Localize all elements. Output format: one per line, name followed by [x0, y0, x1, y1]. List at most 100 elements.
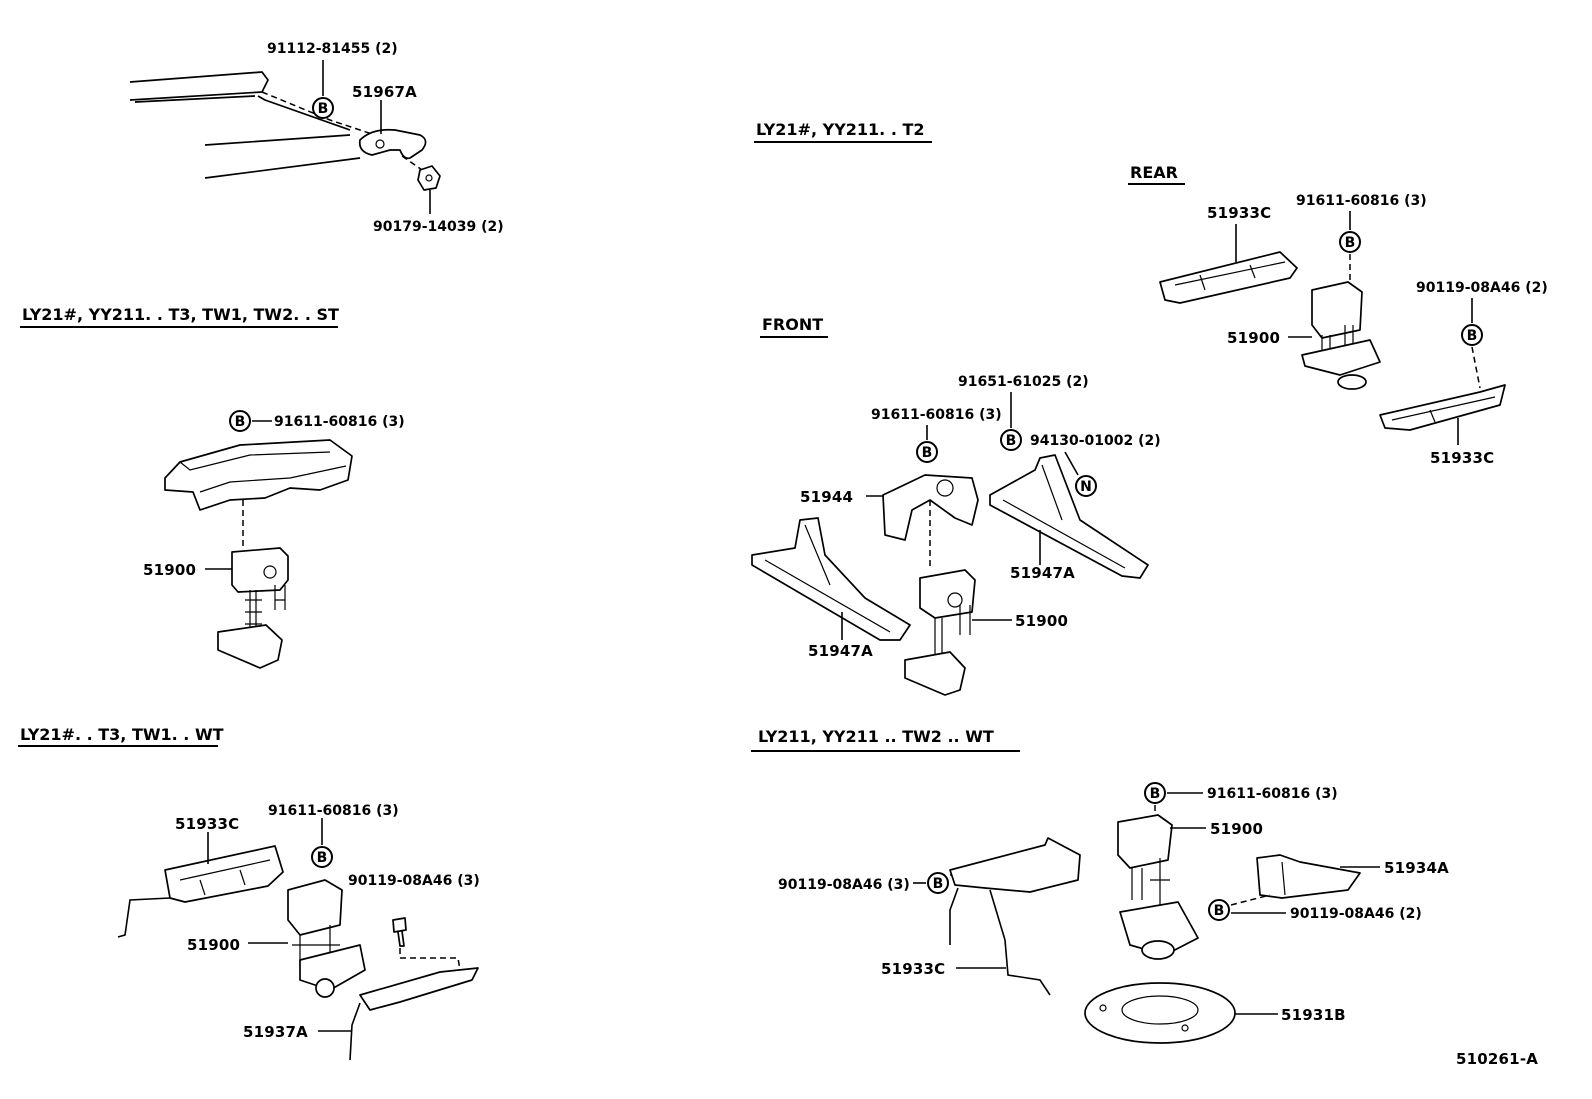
part-number-label: 90179-14039 (2): [373, 219, 504, 235]
rail-right-detail: [1002, 464, 1126, 569]
front-label: FRONT: [762, 315, 823, 334]
part-number-label: 90119-08A46 (3): [778, 877, 910, 893]
carrier-chain: [1131, 858, 1170, 910]
section-t2: LY21#, YY211. . T2 FRONT REAR 91651-6102…: [751, 120, 1548, 696]
nut-hole: [425, 174, 433, 182]
section-header: LY21#, YY211. . T3, TW1, TW2. . ST: [22, 305, 339, 324]
plate-hole: [1181, 1024, 1189, 1032]
b-marker: B: [1208, 899, 1230, 921]
part-number-label: 91611-60816 (3): [268, 803, 399, 819]
bracket-hole: [936, 479, 954, 497]
part-number-label: 90119-08A46 (2): [1416, 280, 1548, 296]
spare-tire-carrier-51900: [231, 547, 289, 593]
part-number-label: 51933C: [1207, 204, 1271, 222]
carrier-bolt-hole: [263, 565, 277, 579]
bracket-51937a: [359, 967, 479, 1011]
section-st: LY21#, YY211. . T3, TW1, TW2. . ST B 916…: [20, 305, 405, 669]
rail-left-detail: [764, 524, 891, 633]
frame-member-illustration: [129, 71, 361, 179]
support-51933c-right: [949, 837, 1081, 893]
hook-part-51967a: [358, 128, 427, 160]
bracket-51944: [882, 474, 979, 541]
part-number-label: 91611-60816 (3): [871, 407, 1002, 423]
plate-51931b-inner: [1121, 995, 1199, 1025]
crossmember-detail: [179, 451, 347, 493]
svg-text:B: B: [317, 850, 328, 866]
support-51933c: [164, 845, 284, 903]
svg-text:B: B: [1006, 433, 1017, 449]
part-number-label: 51931B: [1281, 1006, 1346, 1024]
spare-tire-carrier-51900: [919, 569, 976, 619]
plate-51931b-outer: [1084, 982, 1236, 1044]
b-marker: B: [1144, 782, 1166, 804]
spare-tire-carrier-51900: [287, 879, 343, 936]
carrier-weight: [315, 978, 335, 998]
hook-bolt-dashed-line: [261, 91, 373, 135]
group-top-left-hook: B 91112-81455 (2) 51967A 90179-14039 (2): [129, 41, 504, 235]
carrier-weight: [1337, 374, 1367, 390]
wtr-dashed-line-right: [1230, 894, 1271, 906]
part-number-label: 51967A: [352, 83, 417, 101]
rail-51947a-left: [751, 517, 911, 641]
svg-text:B: B: [318, 101, 329, 117]
part-number-label: 91611-60816 (3): [1207, 786, 1338, 802]
hook-hole: [375, 139, 385, 149]
part-number-label: 51933C: [1430, 449, 1494, 467]
carrier-chain: [934, 605, 971, 660]
carrier-plate: [217, 624, 283, 669]
wtl-dashed-line: [399, 948, 461, 971]
support-top-detail: [1174, 261, 1286, 291]
support-rod: [117, 897, 171, 938]
support-bottom-detail: [1391, 396, 1496, 423]
section-header: LY21#. . T3, TW1. . WT: [20, 725, 224, 744]
nut-90179: [417, 165, 441, 191]
support-51933c-top: [1159, 251, 1298, 304]
carrier-chain: [1321, 325, 1354, 358]
b-marker: B: [229, 410, 251, 432]
spare-tire-carrier-51900: [1117, 814, 1173, 869]
b-marker: B: [1000, 429, 1022, 451]
svg-text:B: B: [1214, 903, 1225, 919]
crossmember-support: [164, 439, 353, 511]
bolt-90119: [392, 917, 407, 947]
bracket-rod: [349, 1002, 361, 1061]
carrier-base: [299, 944, 366, 991]
b-marker: B: [1339, 231, 1361, 253]
section-header: LY21#, YY211. . T2: [756, 120, 925, 139]
part-number-label: 51947A: [808, 642, 873, 660]
b-marker: B: [916, 441, 938, 463]
part-number-label: 51947A: [1010, 564, 1075, 582]
part-number-label: 91611-60816 (3): [274, 414, 405, 430]
carrier-base: [1301, 339, 1381, 376]
b-marker: B: [311, 846, 333, 868]
svg-text:B: B: [1150, 786, 1161, 802]
b-marker: B: [1461, 324, 1483, 346]
support-rod: [949, 887, 1051, 996]
rear-label: REAR: [1130, 163, 1178, 182]
part-number-label: 94130-01002 (2): [1030, 433, 1161, 449]
part-number-label: 51933C: [175, 815, 239, 833]
part-number-label: 51900: [143, 561, 196, 579]
part-number-label: 51900: [1210, 820, 1263, 838]
svg-text:B: B: [235, 414, 246, 430]
section-header: LY211, YY211 .. TW2 .. WT: [758, 727, 994, 746]
part-number-label: 90119-08A46 (3): [348, 873, 480, 889]
spare-tire-carrier-51900: [1311, 281, 1363, 339]
carrier-chain: [245, 585, 286, 635]
bracket-51934a: [1256, 854, 1361, 899]
bracket-detail: [1281, 861, 1286, 896]
svg-text:B: B: [1467, 328, 1478, 344]
b-marker: B: [312, 97, 334, 119]
svg-text:N: N: [1080, 479, 1092, 495]
part-number-label: 91112-81455 (2): [267, 41, 398, 57]
part-number-label: 51900: [1015, 612, 1068, 630]
carrier-base: [1119, 901, 1199, 956]
svg-text:B: B: [933, 876, 944, 892]
part-number-label: 91611-60816 (3): [1296, 193, 1427, 209]
svg-text:B: B: [1345, 235, 1356, 251]
part-number-label: 90119-08A46 (2): [1290, 906, 1422, 922]
rr-dashed-line-2: [1471, 346, 1481, 389]
carrier-spring: [1141, 940, 1175, 960]
support-detail: [179, 859, 271, 896]
